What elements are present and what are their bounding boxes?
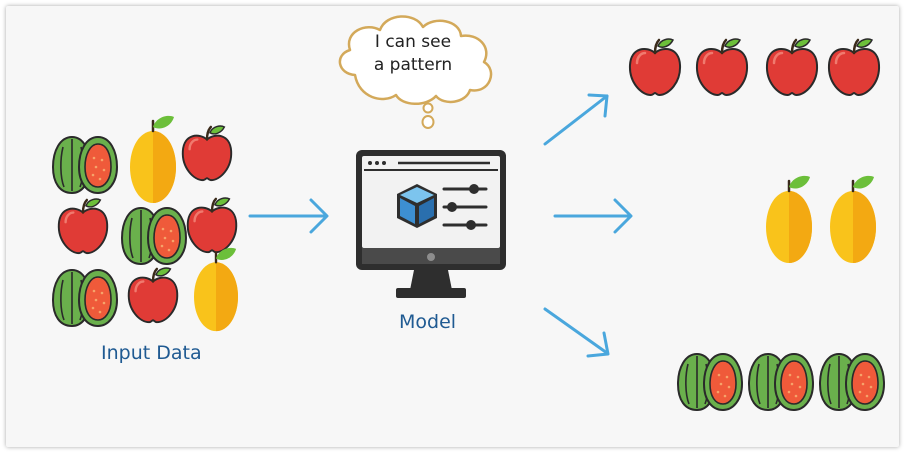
output-mangos-group: [764, 175, 878, 265]
arrow-model-to-guavas: [543, 307, 610, 358]
mango-icon: [128, 115, 178, 205]
thought-bubble-text: I can see a pattern: [353, 31, 473, 77]
apple-icon: [827, 37, 881, 97]
apple-icon: [181, 124, 233, 182]
mango-icon: [764, 175, 814, 265]
arrows: [248, 93, 633, 358]
guava-icon: [677, 353, 743, 411]
thought-line-1: I can see: [374, 32, 452, 52]
mango-icon: [828, 175, 878, 265]
guava-icon: [52, 136, 118, 194]
output-apples-group: [628, 37, 881, 97]
apple-icon: [695, 37, 749, 97]
input-fruit-grid: [52, 115, 240, 333]
arrow-input-to-model: [248, 198, 329, 234]
guava-icon: [121, 207, 187, 265]
input-data-label: Input Data: [101, 342, 202, 364]
guava-icon: [748, 353, 814, 411]
mango-icon: [192, 247, 240, 333]
output-guavas-group: [677, 353, 885, 411]
apple-icon: [57, 197, 109, 255]
guava-icon: [52, 269, 118, 327]
apple-icon: [628, 37, 682, 97]
computer-monitor-icon: [356, 150, 506, 298]
apple-icon: [765, 37, 819, 97]
guava-icon: [819, 353, 885, 411]
arrow-model-to-mangos: [553, 198, 633, 234]
thought-cloud-icon: [338, 15, 493, 129]
model-label: Model: [399, 311, 457, 333]
arrow-model-to-apples: [543, 93, 609, 146]
apple-icon: [127, 266, 179, 324]
apple-icon: [186, 196, 238, 254]
thought-line-2: a pattern: [373, 55, 453, 75]
cube-icon: [397, 184, 437, 228]
